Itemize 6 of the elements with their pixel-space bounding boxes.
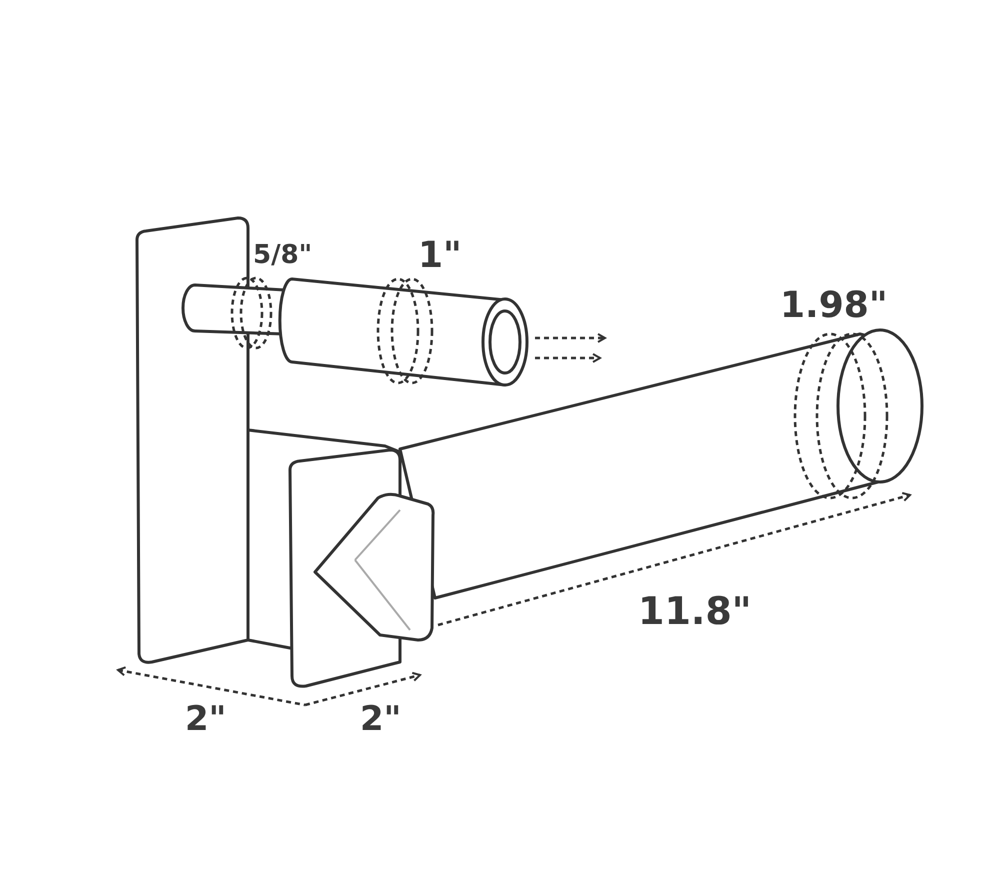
dimension-label: 5/8" <box>253 242 312 268</box>
dimension-label: 1.98" <box>780 288 888 324</box>
dimension-label: 11.8" <box>638 592 752 630</box>
dimension-label: 2" <box>185 702 226 736</box>
dimension-label: 1" <box>418 238 462 274</box>
dimension-label: 2" <box>360 702 402 736</box>
